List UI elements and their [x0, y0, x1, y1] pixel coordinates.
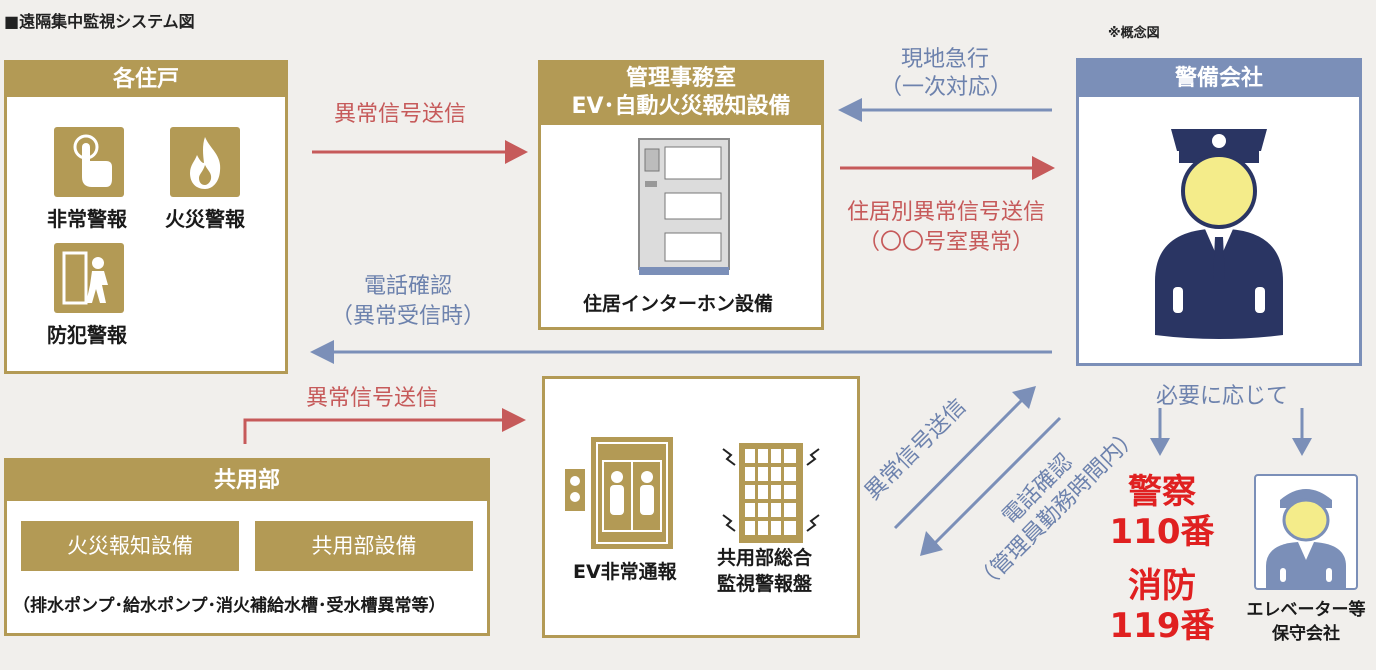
- arrow-to-maintenance: [1292, 408, 1312, 456]
- equipment-box: EV非常通報 共用部総合 監視警報盤: [542, 376, 860, 638]
- management-title-line: EV･自動火災報知設備: [571, 94, 791, 119]
- label-security-to-management: 現地急行 （一次対応）: [880, 46, 1013, 102]
- arrow-diagonal-up: [893, 386, 1036, 530]
- management-caption: 住居インターホン設備: [583, 293, 774, 315]
- label-common-to-equipment: 異常信号送信: [306, 386, 439, 411]
- arrow-diagonal-down: [920, 416, 1062, 556]
- arrow-common-to-equipment: [243, 408, 526, 444]
- police-block: 警察 110番: [1104, 472, 1220, 552]
- ev-emergency-label: EV非常通報: [573, 561, 677, 583]
- label-as-needed: 必要に応じて: [1156, 384, 1289, 409]
- maintenance-label-line: エレベーター等: [1246, 600, 1366, 620]
- fire-dept-number: 119番: [1109, 606, 1215, 646]
- intercom-panel-icon: [637, 137, 731, 277]
- label-line: （〇〇号室異常）: [857, 230, 1034, 255]
- common-note: （排水ポンプ･給水ポンプ･消火補給水槽･受水槽異常等）: [13, 596, 446, 616]
- police-number: 110番: [1109, 512, 1215, 552]
- common-box: 共用部 火災報知設備 共用部設備 （排水ポンプ･給水ポンプ･消火補給水槽･受水槽…: [4, 458, 490, 636]
- fire-dept-block: 消防 119番: [1104, 566, 1220, 646]
- push-button-icon: [54, 127, 124, 197]
- units-title: 各住戸: [7, 63, 285, 97]
- police-label: 警察: [1128, 472, 1196, 512]
- maintenance-label: エレベーター等 保守会社: [1236, 598, 1376, 646]
- concept-note: ※概念図: [1108, 26, 1160, 41]
- management-title: 管理事務室 EV･自動火災報知設備: [541, 63, 821, 125]
- management-title-line: 管理事務室: [625, 66, 736, 91]
- arrow-units-to-management: [312, 140, 528, 164]
- arrow-security-to-management: [838, 98, 1052, 122]
- alarm-panel-icon: [721, 435, 821, 551]
- maintenance-worker-icon: [1266, 489, 1346, 588]
- elevator-call-button-icon: [565, 469, 585, 511]
- common-title: 共用部: [7, 461, 487, 501]
- fire-alarm-equipment-button: 火災報知設備: [21, 521, 239, 571]
- label-units-to-management: 異常信号送信: [334, 102, 467, 127]
- label-management-to-security: 住居別異常信号送信 （〇〇号室異常）: [832, 198, 1060, 258]
- management-box: 管理事務室 EV･自動火災報知設備 住居インターホン設備: [538, 60, 824, 330]
- alarm-panel-label-line: 監視警報盤: [717, 573, 813, 595]
- diagram-title: ■遠隔集中監視システム図: [4, 12, 195, 31]
- label-security-to-units: 電話確認 （異常受信時）: [330, 272, 486, 332]
- label-line: 住居別異常信号送信: [846, 200, 1045, 225]
- unit-label-crime: 防犯警報: [47, 323, 127, 347]
- units-box: 各住戸 非常警報 火災警報 防犯警報: [4, 60, 288, 374]
- alarm-panel-label-line: 共用部総合: [717, 547, 813, 569]
- label-line: （異常受信時）: [330, 304, 485, 329]
- alarm-panel-label: 共用部総合 監視警報盤: [717, 545, 812, 597]
- label-line: （一次対応）: [880, 75, 1013, 100]
- unit-label-emergency: 非常警報: [47, 207, 127, 231]
- fire-icon: [170, 127, 240, 197]
- arrow-management-to-security: [840, 156, 1055, 180]
- security-title: 警備会社: [1079, 61, 1359, 97]
- label-line: 現地急行: [900, 47, 989, 72]
- arrow-to-police: [1150, 408, 1170, 456]
- security-guard-icon: [1149, 111, 1289, 339]
- elevator-icon: [591, 437, 673, 549]
- fire-dept-label: 消防: [1128, 566, 1196, 606]
- arrow-security-to-units: [310, 340, 1052, 364]
- common-equipment-button: 共用部設備: [255, 521, 473, 571]
- security-box: 警備会社: [1076, 58, 1362, 366]
- unit-label-fire: 火災警報: [165, 207, 245, 231]
- label-line: 電話確認: [363, 274, 452, 299]
- intruder-door-icon: [54, 243, 124, 313]
- maintenance-label-line: 保守会社: [1272, 624, 1340, 644]
- maintenance-icon-frame: [1254, 474, 1358, 590]
